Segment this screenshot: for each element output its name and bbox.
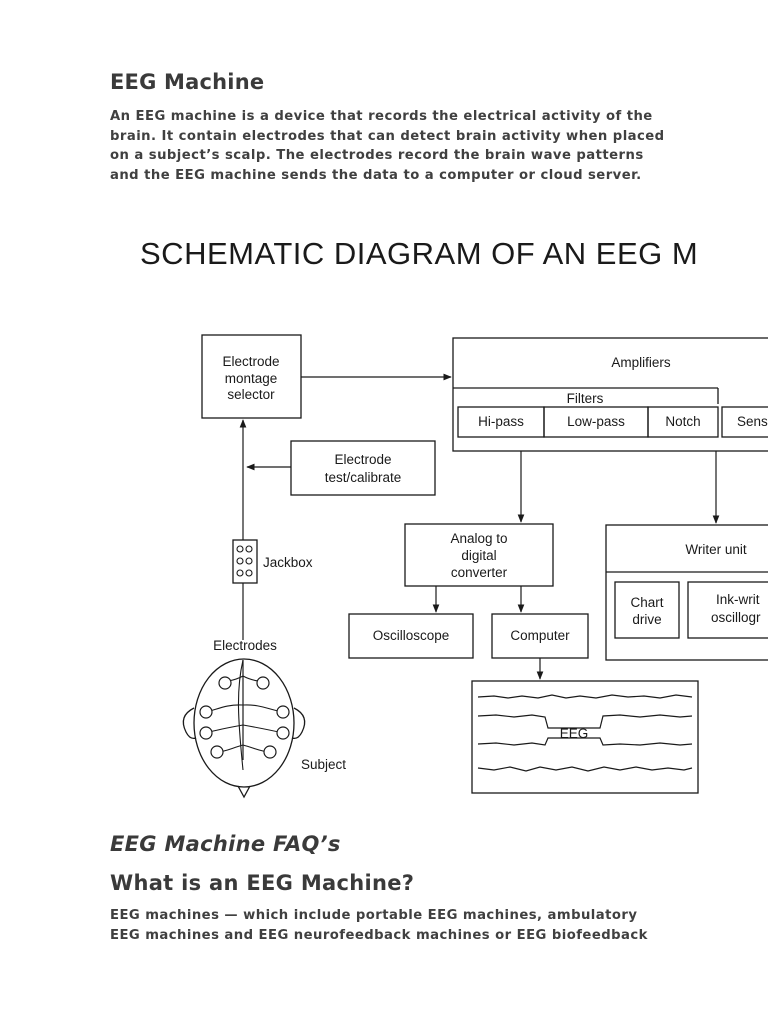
chart-drive-label: drive <box>632 612 661 627</box>
electrode-test-label: test/calibrate <box>325 470 402 485</box>
intro-line: on a subject’s scalp. The electrodes rec… <box>110 148 644 164</box>
amplifiers-label: Amplifiers <box>611 355 671 370</box>
eeg-output-box <box>471 680 699 794</box>
head-illustration <box>182 658 306 799</box>
oscilloscope-box <box>348 613 474 659</box>
faq-heading: EEG Machine FAQ’s <box>110 832 341 856</box>
electrode-selector-label: Electrode <box>222 354 279 369</box>
eeg-schematic-diagram: SCHEMATIC DIAGRAM OF AN EEG M <box>140 236 768 799</box>
adc-box <box>404 523 554 587</box>
writer-unit-box <box>605 524 768 661</box>
diagram-title: SCHEMATIC DIAGRAM OF AN EEG M <box>140 236 698 271</box>
answer-paragraph: EEG machines — which include portable EE… <box>110 906 750 945</box>
adc-label: converter <box>451 565 508 580</box>
question-heading: What is an EEG Machine? <box>110 871 415 895</box>
notch-label: Notch <box>665 414 700 429</box>
electrode-test-label: Electrode <box>334 452 391 467</box>
eeg-label: EEG <box>560 726 589 741</box>
ink-writer-label: oscillogr <box>711 610 761 625</box>
electrode-test-box <box>290 440 436 496</box>
article-title: EEG Machine <box>110 70 265 94</box>
electrode-selector-label: montage <box>225 371 278 386</box>
computer-label: Computer <box>510 628 570 643</box>
electrodes-label: Electrodes <box>213 638 277 653</box>
answer-line: EEG machines — which include portable EE… <box>110 908 638 923</box>
amplifiers-box <box>452 337 768 452</box>
intro-line: An EEG machine is a device that records … <box>110 109 653 124</box>
intro-line: and the EEG machine sends the data to a … <box>110 167 642 183</box>
notch-box <box>647 406 719 438</box>
hi-pass-label: Hi-pass <box>478 414 524 429</box>
answer-line: EEG machines and EEG neurofeedback machi… <box>110 927 648 943</box>
intro-paragraph: An EEG machine is a device that records … <box>110 107 750 185</box>
writer-unit-label: Writer unit <box>685 542 747 557</box>
chart-drive-box <box>614 581 680 639</box>
adc-label: digital <box>461 548 496 563</box>
sens-box <box>721 406 768 438</box>
chart-drive-label: Chart <box>630 595 663 610</box>
filters-label: Filters <box>567 391 604 406</box>
electrode-selector-label: selector <box>227 387 275 402</box>
oscilloscope-label: Oscilloscope <box>373 628 450 643</box>
jackbox-label: Jackbox <box>263 555 313 570</box>
ink-writer-label: Ink-writ <box>716 592 760 607</box>
adc-label: Analog to <box>450 531 507 546</box>
subject-label: Subject <box>301 757 346 772</box>
sens-label: Sens <box>737 414 768 429</box>
intro-line: brain. It contain electrodes that can de… <box>110 128 665 144</box>
jackbox-box <box>232 539 258 584</box>
low-pass-label: Low-pass <box>567 414 625 429</box>
ink-writer-box <box>687 581 768 639</box>
